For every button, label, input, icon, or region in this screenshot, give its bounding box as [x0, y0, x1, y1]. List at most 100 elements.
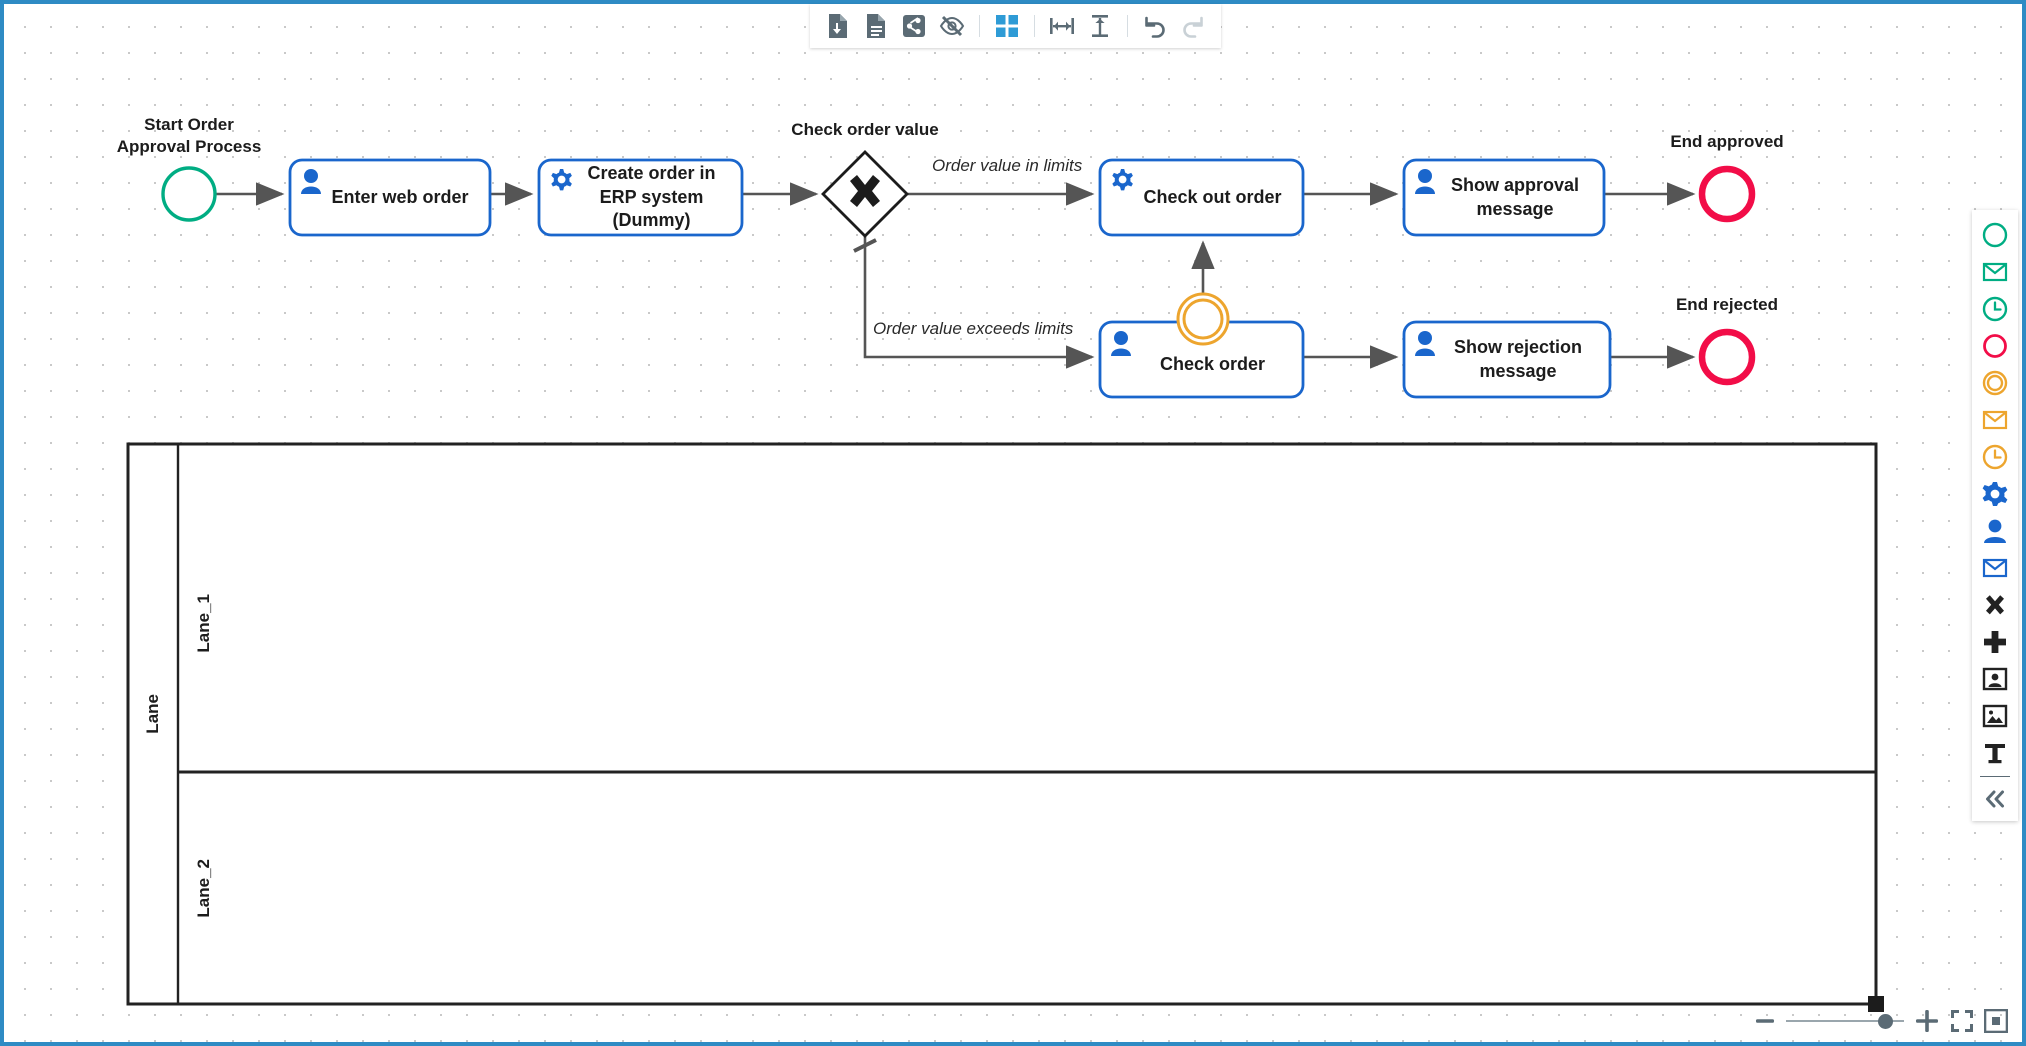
exclusive-gateway-icon [850, 175, 880, 207]
align-vertical-button[interactable] [1082, 9, 1118, 43]
end-event-rejected[interactable] [1698, 328, 1756, 386]
zoom-controls [1754, 1008, 2008, 1034]
lane-1-label: Lane_1 [194, 594, 213, 653]
pool-lane[interactable] [126, 442, 1878, 1006]
palette-message-start-event[interactable] [1974, 253, 2016, 290]
zoom-slider[interactable] [1786, 1012, 1904, 1030]
parallel-gateway-icon [1984, 630, 2006, 653]
palette-exclusive-gateway[interactable] [1974, 586, 2016, 623]
zoom-slider-knob[interactable] [1878, 1014, 1893, 1029]
task-show-approval[interactable] [1402, 158, 1606, 237]
task-label-check-order: Check order [1159, 354, 1266, 375]
top-toolbar [810, 4, 1221, 48]
collapse-palette-icon [1986, 790, 2004, 807]
document-button[interactable] [858, 9, 894, 43]
palette-message-intermediate-event[interactable] [1974, 401, 2016, 438]
flow-label-exceeds-limits: Order value exceeds limits [873, 319, 1074, 338]
sequence-flow-gateway-to-checkorder[interactable] [863, 236, 1095, 369]
start-event-label: Start Order Approval Process [116, 115, 262, 156]
toolbar-separator-2 [1034, 15, 1035, 37]
task-create-order-erp[interactable] [537, 158, 744, 237]
undo-icon [1145, 16, 1165, 38]
user-task-icon [1415, 331, 1435, 356]
palette-intermediate-event[interactable] [1974, 364, 2016, 401]
zoom-slider-track [1786, 1020, 1904, 1022]
user-task-icon [301, 169, 321, 194]
palette-timer-intermediate-event[interactable] [1974, 438, 2016, 475]
end-approved-label: End approved [1670, 132, 1784, 151]
task-label-show-approval: Show approval message [1450, 175, 1580, 219]
toolbar-separator-1 [979, 15, 980, 37]
document-icon [867, 14, 885, 38]
task-enter-web-order[interactable] [288, 158, 492, 237]
redo-icon [1183, 16, 1203, 38]
task-label-check-out-order: Check out order [1143, 186, 1282, 207]
pool-resize-handle[interactable] [1868, 996, 1884, 1012]
palette-parallel-gateway[interactable] [1974, 623, 2016, 660]
palette-participant[interactable] [1974, 660, 2016, 697]
message-intermediate-event-icon [1982, 410, 2008, 429]
service-task-icon [551, 169, 572, 191]
fit-screen-icon [1951, 1010, 1973, 1032]
lane-2-label: Lane_2 [194, 859, 213, 918]
gateway-label: Check order value [791, 120, 939, 139]
zoom-out-button[interactable] [1754, 1010, 1776, 1032]
reset-view-button[interactable] [1984, 1009, 2008, 1033]
palette-timer-start-event[interactable] [1974, 290, 2016, 327]
gateway-check-order-value[interactable] [821, 150, 909, 238]
palette-collapse-button[interactable] [1974, 780, 2016, 817]
timer-intermediate-event-icon [1982, 444, 2008, 469]
palette-service-task[interactable] [1974, 475, 2016, 512]
reset-view-icon [1984, 1009, 2008, 1033]
grid-icon [996, 15, 1018, 37]
message-task-icon [1982, 558, 2008, 577]
message-start-event-icon [1982, 262, 2008, 281]
element-palette [1972, 210, 2018, 821]
toolbar-separator-3 [1127, 15, 1128, 37]
participant-icon [1982, 667, 2008, 690]
end-event-icon [1983, 333, 2007, 358]
minus-icon [1756, 1019, 1774, 1023]
service-task-icon [1982, 481, 2008, 506]
fit-viewport-button[interactable] [1950, 1009, 1974, 1033]
download-file-button[interactable] [820, 9, 856, 43]
redo-button[interactable] [1175, 9, 1211, 43]
task-label-create-order-erp: Create order in ERP system (Dummy) [587, 163, 716, 231]
intermediate-event-icon [1982, 370, 2008, 395]
palette-data-object[interactable] [1974, 697, 2016, 734]
exclusive-gateway-icon [1986, 594, 2004, 614]
user-task-icon [1984, 519, 2006, 543]
service-task-icon [1112, 169, 1133, 191]
task-label-show-rejection: Show rejection message [1453, 337, 1583, 381]
start-event[interactable] [161, 166, 217, 222]
palette-user-task[interactable] [1974, 512, 2016, 549]
start-event-icon [1982, 222, 2008, 247]
timer-start-event-icon [1982, 296, 2008, 321]
hide-button[interactable] [934, 9, 970, 43]
palette-separator [1980, 776, 2010, 777]
service-task-icons [551, 169, 1133, 191]
end-event-approved[interactable] [1698, 165, 1756, 223]
share-icon [903, 15, 925, 37]
download-file-icon [829, 14, 847, 38]
flow-label-in-limits: Order value in limits [932, 156, 1083, 175]
align-horizontal-button[interactable] [1044, 9, 1080, 43]
user-task-icon [1111, 331, 1131, 356]
palette-start-event[interactable] [1974, 216, 2016, 253]
palette-text-annotation[interactable] [1974, 734, 2016, 771]
palette-message-task[interactable] [1974, 549, 2016, 586]
share-button[interactable] [896, 9, 932, 43]
zoom-in-button[interactable] [1914, 1008, 1940, 1034]
task-label-enter-web-order: Enter web order [331, 186, 469, 207]
boundary-event-check-order[interactable] [1176, 292, 1230, 346]
task-show-rejection[interactable] [1402, 320, 1612, 399]
diagram-layer: Start Order Approval Process End approve… [4, 4, 2022, 1042]
data-image-icon [1982, 704, 2008, 727]
task-check-out-order[interactable] [1098, 158, 1305, 237]
grid-toggle-button[interactable] [989, 9, 1025, 43]
undo-button[interactable] [1137, 9, 1173, 43]
align-vertical-icon [1092, 15, 1108, 37]
palette-end-event[interactable] [1974, 327, 2016, 364]
diagram-canvas[interactable]: Start Order Approval Process End approve… [4, 4, 2022, 1042]
